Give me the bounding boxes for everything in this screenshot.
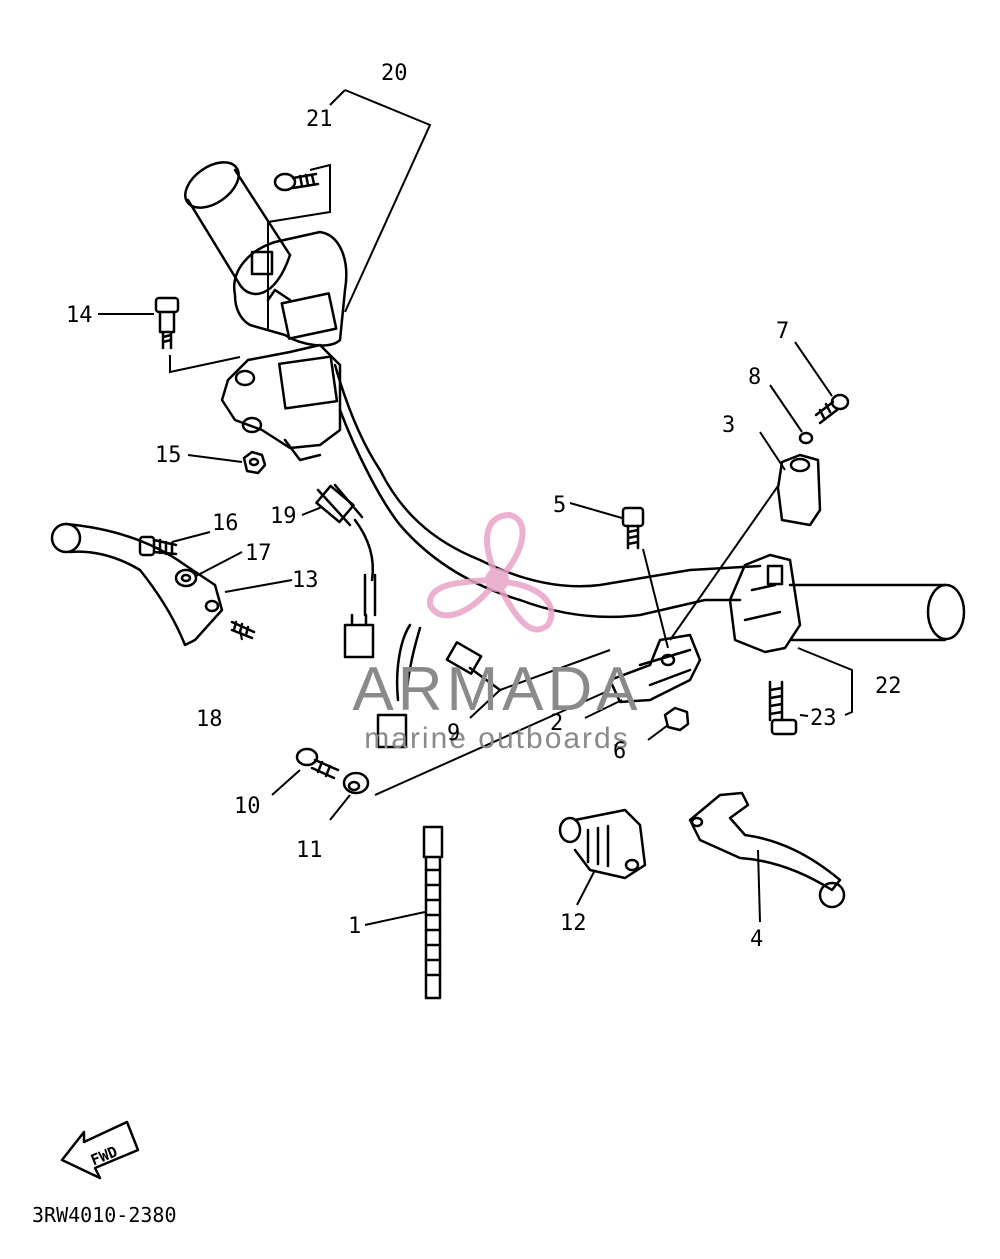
handlebar xyxy=(333,363,762,619)
clutch-lever-13 xyxy=(50,522,224,647)
leader-lines xyxy=(98,89,853,926)
nut-6 xyxy=(663,706,690,732)
left-switch-housing xyxy=(232,230,348,347)
watermark-brand: ARMADA xyxy=(352,655,641,724)
nut-15 xyxy=(242,450,267,475)
bolt-10 xyxy=(295,747,340,780)
callout-6: 6 xyxy=(613,739,626,764)
callout-labels: 20 21 14 15 16 19 17 13 18 9 2 6 5 3 8 7… xyxy=(66,61,902,952)
fwd-arrow-icon xyxy=(60,1120,140,1180)
screw-23 xyxy=(768,680,798,736)
holder-3 xyxy=(776,453,822,527)
callout-3: 3 xyxy=(722,413,735,438)
callout-7: 7 xyxy=(776,319,789,344)
callout-23: 23 xyxy=(810,706,837,731)
callout-19: 19 xyxy=(270,504,297,529)
callout-4: 4 xyxy=(750,927,763,952)
callout-11: 11 xyxy=(296,838,323,863)
brake-lever-4 xyxy=(688,791,846,909)
brake-switch-9 xyxy=(376,623,502,749)
bracket-2 xyxy=(608,633,702,704)
callout-16: 16 xyxy=(212,511,239,536)
right-grip xyxy=(788,583,966,642)
callout-9: 9 xyxy=(447,721,460,746)
diagram-code: 3RW4010-2380 xyxy=(32,1203,177,1227)
lever-holder xyxy=(220,343,342,462)
fwd-label: FWD xyxy=(88,1142,120,1169)
propeller-logo-icon xyxy=(426,511,555,633)
callout-15: 15 xyxy=(155,443,182,468)
callout-12: 12 xyxy=(560,911,587,936)
callout-8: 8 xyxy=(748,365,761,390)
callout-20: 20 xyxy=(381,61,408,86)
bolt-16 xyxy=(138,535,178,557)
screw-21 xyxy=(273,172,320,192)
nut-11 xyxy=(342,771,370,795)
watermark-tagline: marine outboards xyxy=(364,722,629,755)
callout-14: 14 xyxy=(66,303,93,328)
adjuster-12 xyxy=(558,808,647,880)
screw-18 xyxy=(230,620,256,640)
washer-8 xyxy=(798,431,814,445)
callout-22: 22 xyxy=(875,674,902,699)
callout-13: 13 xyxy=(292,568,319,593)
watermark: ARMADA marine outboards xyxy=(352,511,641,755)
callout-10: 10 xyxy=(234,794,261,819)
bolt-14 xyxy=(154,296,180,350)
callout-18: 18 xyxy=(196,707,223,732)
cable-tie-1 xyxy=(422,825,444,1000)
callout-5: 5 xyxy=(553,493,566,518)
callout-17: 17 xyxy=(245,541,272,566)
callout-21: 21 xyxy=(306,107,333,132)
right-switch-22 xyxy=(728,553,802,654)
nut-17 xyxy=(174,568,198,588)
callout-2: 2 xyxy=(550,711,563,736)
callout-1: 1 xyxy=(348,914,361,939)
bolt-5 xyxy=(621,506,645,550)
clutch-switch-19 xyxy=(315,483,377,659)
screw-7 xyxy=(814,393,850,425)
